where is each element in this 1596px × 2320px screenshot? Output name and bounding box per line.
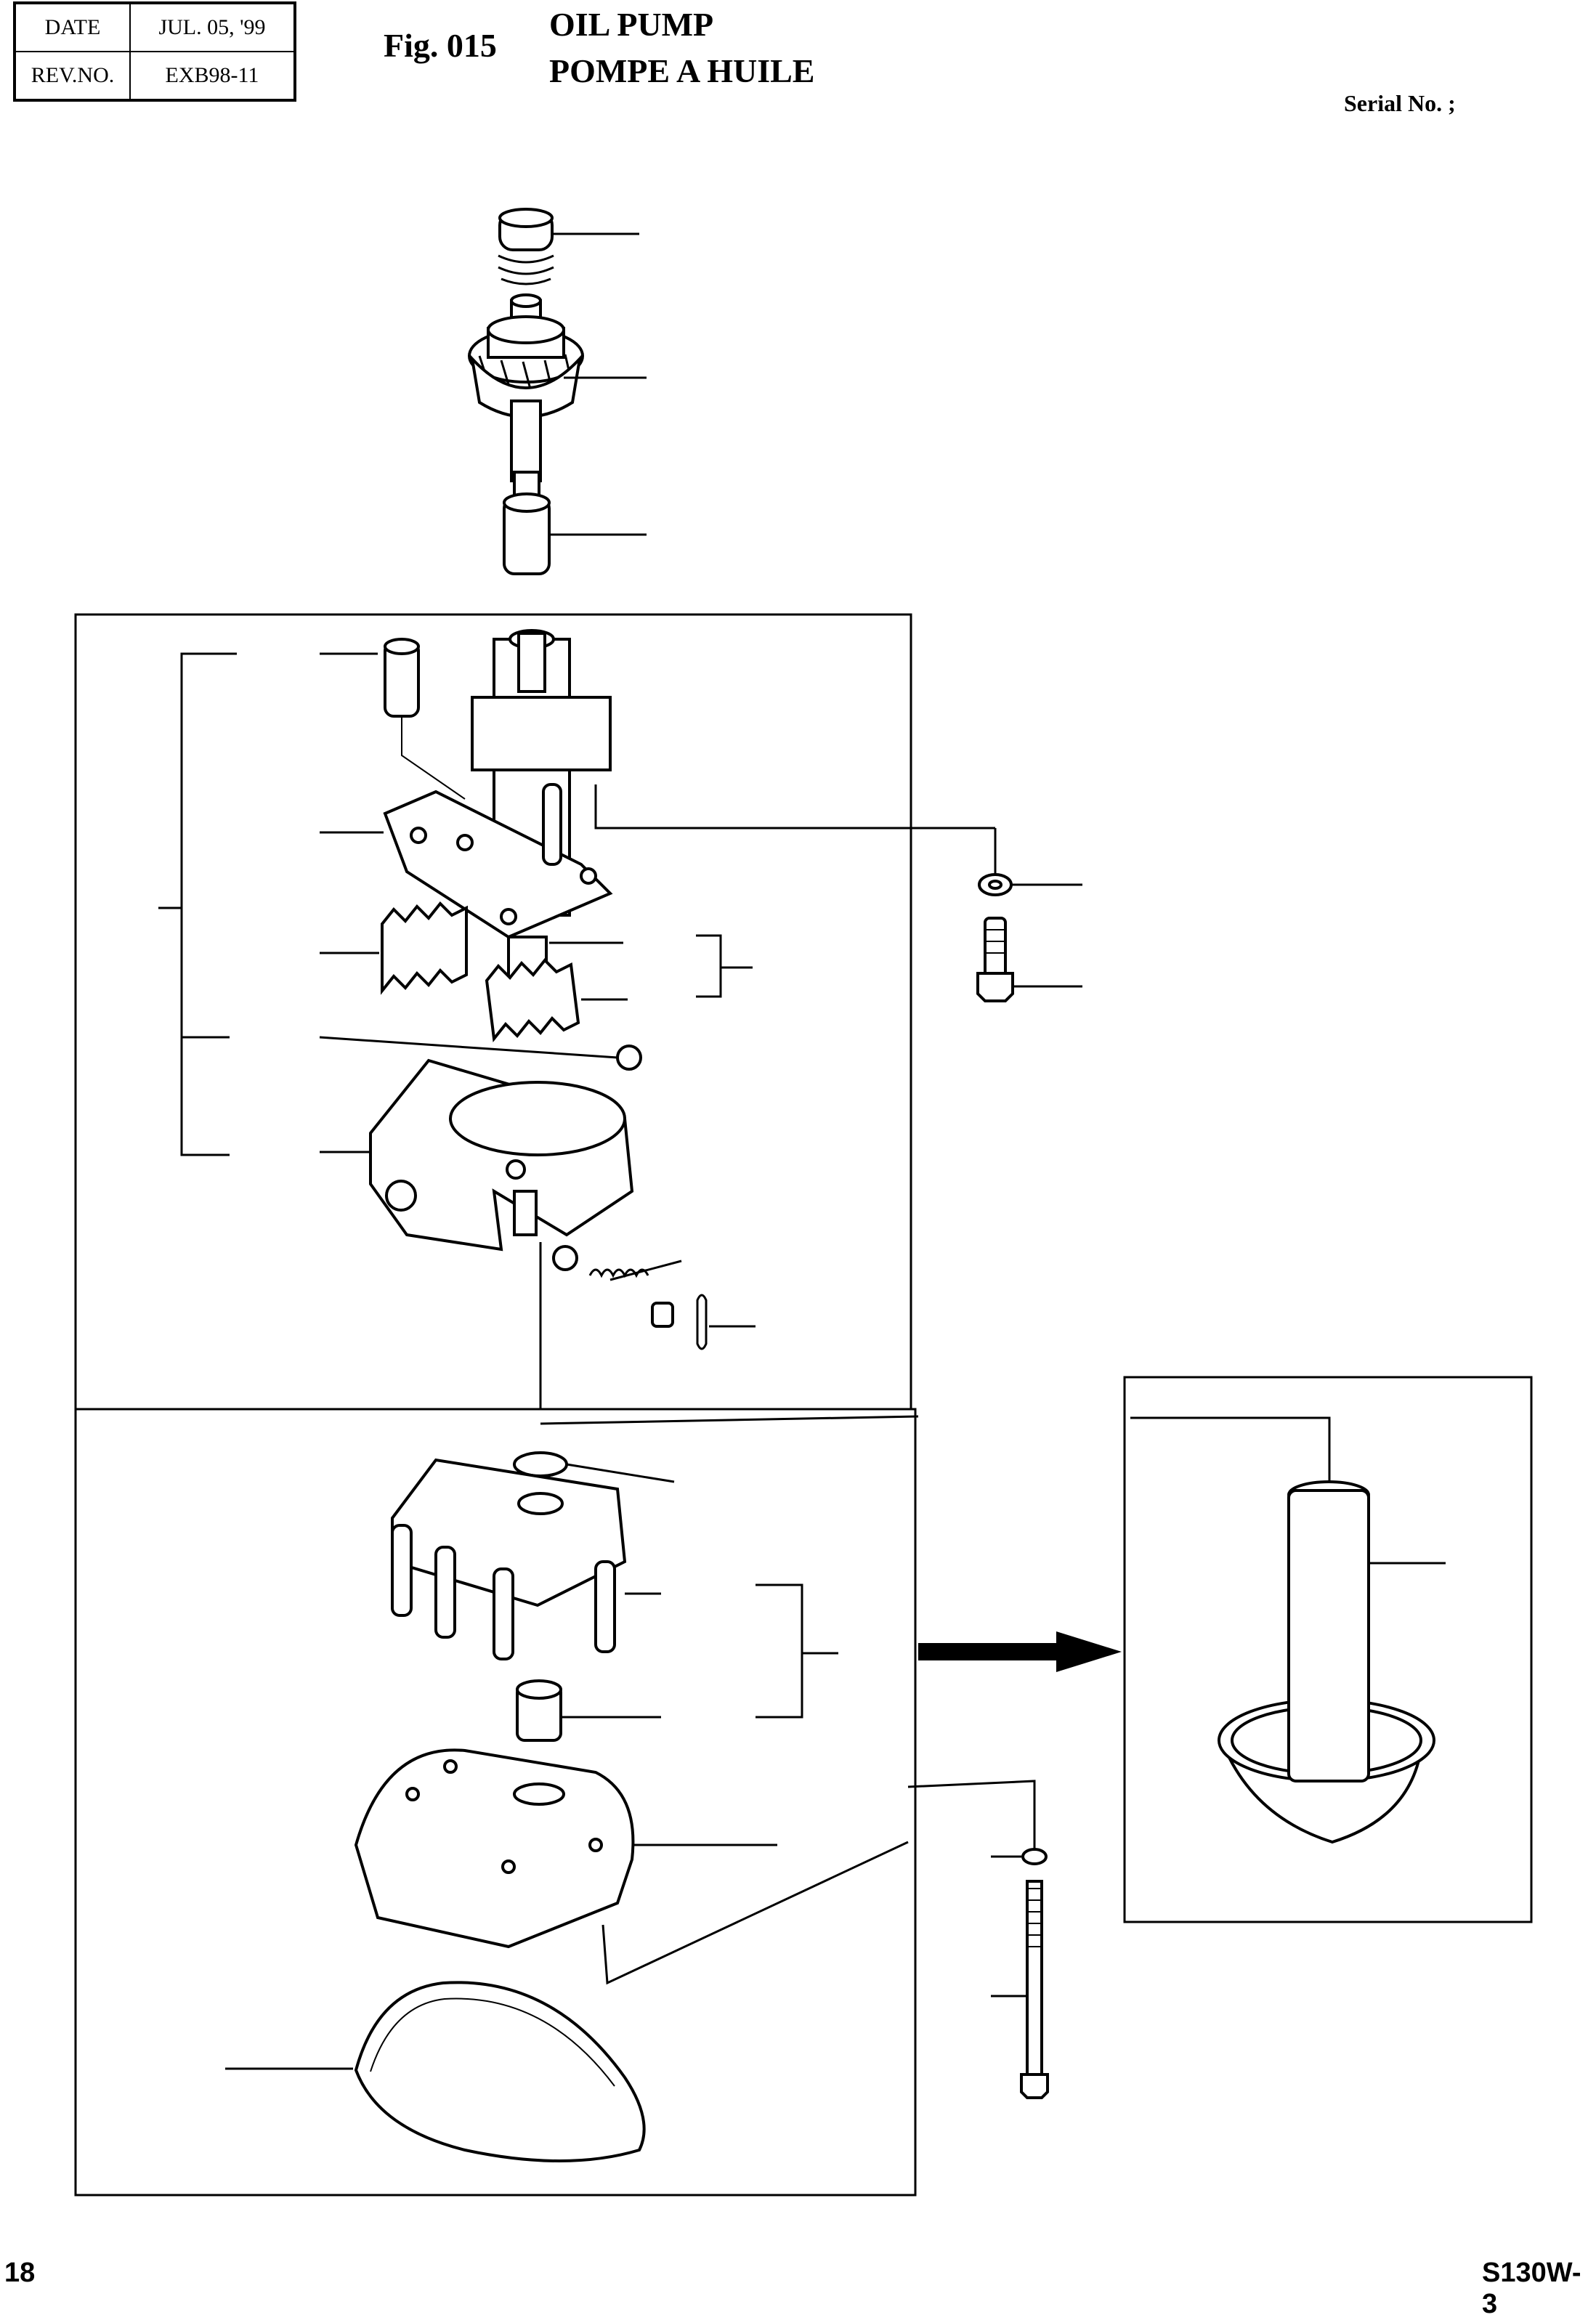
title-english: OIL PUMP	[549, 6, 714, 43]
driven-gear-part	[485, 934, 753, 1042]
relief-valve-parts	[552, 1245, 756, 1350]
strainer-screen-part	[225, 1981, 646, 2162]
strainer-cover-part	[354, 1748, 909, 1985]
drive-gear-small-part	[320, 901, 468, 995]
bolt-part	[976, 917, 1082, 1002]
check-ball-part	[319, 1036, 642, 1071]
model-code: S130W-3	[1482, 2258, 1581, 2319]
revision-table: DATE JUL. 05, '99 REV.NO. EXB98-11	[13, 1, 296, 102]
long-bolt-part	[907, 1780, 1049, 2099]
figure-title: OIL PUMP POMPE A HUILE	[549, 1, 814, 94]
spacer-part	[516, 1679, 661, 1742]
pump-body-part	[369, 1058, 634, 1409]
serial-number-label: Serial No. ;	[1344, 90, 1456, 116]
coupling-sleeve-part	[503, 492, 647, 575]
strainer-bracket-group	[756, 1583, 838, 1719]
pin-part	[384, 638, 466, 800]
figure-number: Fig. 015	[384, 27, 497, 64]
pump-shaft-housing-part	[383, 629, 918, 939]
title-french: POMPE A HUILE	[549, 52, 815, 89]
page-number: 18	[4, 2258, 36, 2288]
date-value: JUL. 05, '99	[129, 2, 296, 52]
strainer-assembly-frame	[74, 1408, 917, 2197]
rev-label: REV.NO.	[14, 51, 131, 101]
suction-pipe-detail	[1130, 1416, 1446, 1844]
detail-arrow	[918, 1631, 1122, 1672]
washer-part	[918, 827, 1082, 896]
drive-gear-part	[468, 293, 647, 503]
strainer-bracket-part	[391, 1458, 661, 1660]
pump-assembly-bracket	[158, 652, 384, 1156]
detail-view-frame	[1123, 1376, 1533, 1923]
spring-part	[498, 208, 639, 285]
o-ring-part	[513, 1415, 919, 1483]
rev-value: EXB98-11	[129, 51, 296, 101]
date-label: DATE	[14, 2, 131, 52]
